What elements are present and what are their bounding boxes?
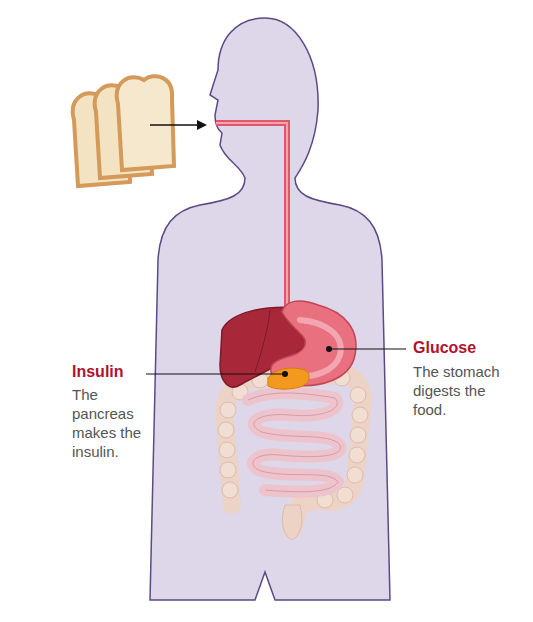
body-silhouette <box>150 18 390 600</box>
esophagus <box>216 123 287 315</box>
leader-line <box>146 373 284 374</box>
arrow-head <box>197 120 207 130</box>
leader-dot <box>282 371 288 377</box>
stomach <box>271 301 356 386</box>
label-text: The pancreas makes the insulin. <box>72 385 150 461</box>
pancreas <box>268 368 309 389</box>
small-intestine-edge <box>248 393 340 492</box>
label-heading: Glucose <box>413 338 523 358</box>
bread-slices <box>73 76 174 186</box>
label-heading: Insulin <box>72 362 142 382</box>
intestine-beads <box>218 370 368 508</box>
rectum <box>282 505 302 540</box>
leader-line <box>330 348 406 349</box>
leader-dot <box>326 346 332 352</box>
small-intestine <box>248 393 340 492</box>
food-arrow <box>150 124 198 126</box>
label-text: The stomach digests the food. <box>413 362 523 419</box>
